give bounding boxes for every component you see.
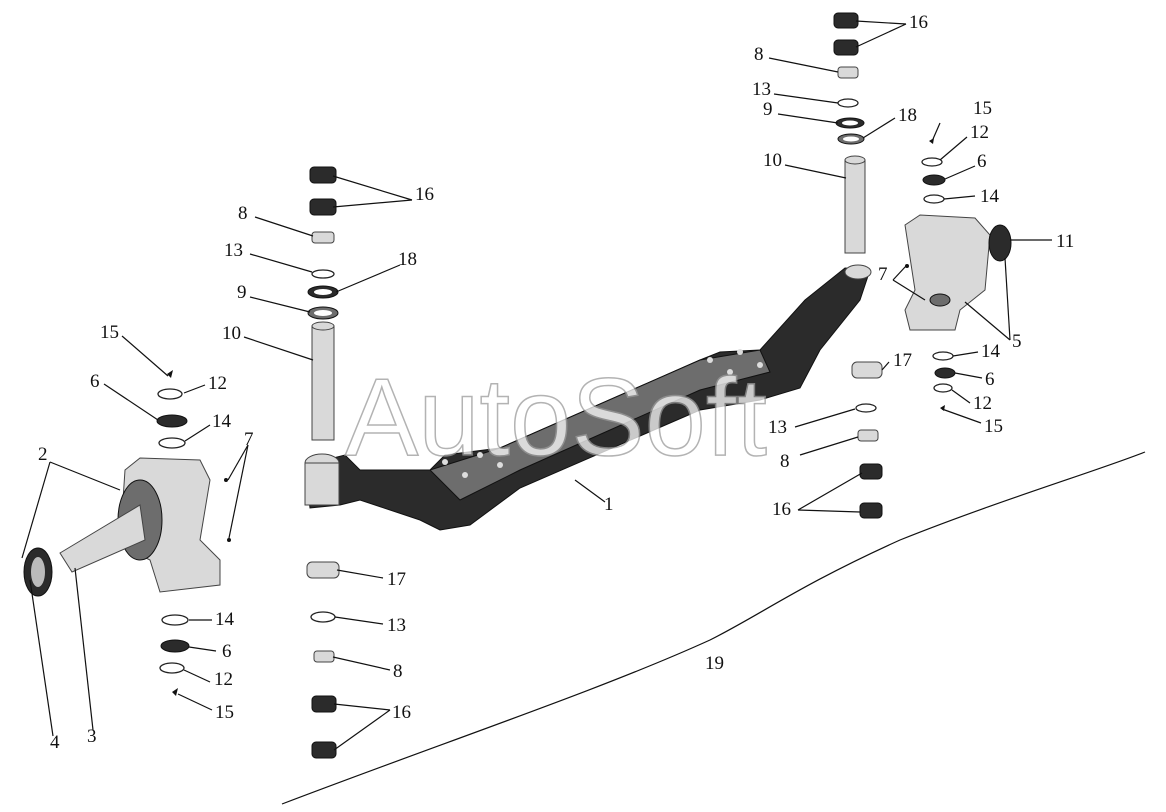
right-kingpin-stack — [833, 12, 883, 519]
label-9-left: 9 — [237, 282, 247, 303]
label-14-right-bottom: 14 — [981, 341, 1001, 362]
label-10-left: 10 — [222, 323, 241, 344]
axle-beam — [304, 264, 872, 531]
label-16-right-bottom: 16 — [772, 499, 791, 520]
label-5: 5 — [1012, 331, 1022, 352]
label-19: 19 — [705, 653, 724, 674]
label-12-right-top: 12 — [970, 122, 989, 143]
label-7-right: 7 — [878, 264, 888, 285]
label-6-left-top: 6 — [90, 371, 100, 392]
label-8-left-bottom: 8 — [393, 661, 403, 682]
left-steering-knuckle — [23, 370, 231, 696]
label-6-right-bottom: 6 — [985, 369, 995, 390]
label-6-right-top: 6 — [977, 151, 987, 172]
label-14-left-bottom: 14 — [215, 609, 235, 630]
label-8-right-bottom: 8 — [780, 451, 790, 472]
label-11: 11 — [1056, 231, 1074, 252]
label-14-right-top: 14 — [980, 186, 1000, 207]
label-13-left-top: 13 — [224, 240, 243, 261]
label-15-right-bottom: 15 — [984, 416, 1003, 437]
leader-lines — [21, 20, 1052, 751]
label-4: 4 — [50, 732, 60, 753]
label-18-left: 18 — [398, 249, 417, 270]
label-10-right: 10 — [763, 150, 782, 171]
label-9-right: 9 — [763, 99, 773, 120]
label-2: 2 — [38, 444, 48, 465]
label-14-left-top: 14 — [212, 411, 232, 432]
label-13-right-bottom: 13 — [768, 417, 787, 438]
label-16-left-bottom: 16 — [392, 702, 411, 723]
label-18-right: 18 — [898, 105, 917, 126]
label-15-left-bottom: 15 — [215, 702, 234, 723]
callout-labels: 1 2 3 4 5 6 6 6 6 7 7 8 8 8 8 9 9 10 10 … — [38, 12, 1074, 753]
label-16-right-top: 16 — [909, 12, 928, 33]
label-15-right-top: 15 — [973, 98, 992, 119]
label-6-left-bottom: 6 — [222, 641, 232, 662]
label-12-left-bottom: 12 — [214, 669, 233, 690]
label-16-left-top: 16 — [415, 184, 434, 205]
label-13-left-bottom: 13 — [387, 615, 406, 636]
label-8-right-top: 8 — [754, 44, 764, 65]
label-3: 3 — [87, 726, 97, 747]
label-12-right-bottom: 12 — [973, 393, 992, 414]
watermark: AutoSoft — [345, 356, 767, 479]
label-17-right: 17 — [893, 350, 912, 371]
left-kingpin-stack — [306, 166, 340, 759]
label-17-left: 17 — [387, 569, 406, 590]
label-15-left-top: 15 — [100, 322, 119, 343]
label-8-left-top: 8 — [238, 203, 248, 224]
label-7-left: 7 — [244, 429, 254, 450]
label-13-right-top: 13 — [752, 79, 771, 100]
part-19-line — [281, 451, 1146, 805]
label-1: 1 — [604, 494, 614, 515]
label-12-left-top: 12 — [208, 373, 227, 394]
right-steering-knuckle — [904, 138, 1012, 411]
